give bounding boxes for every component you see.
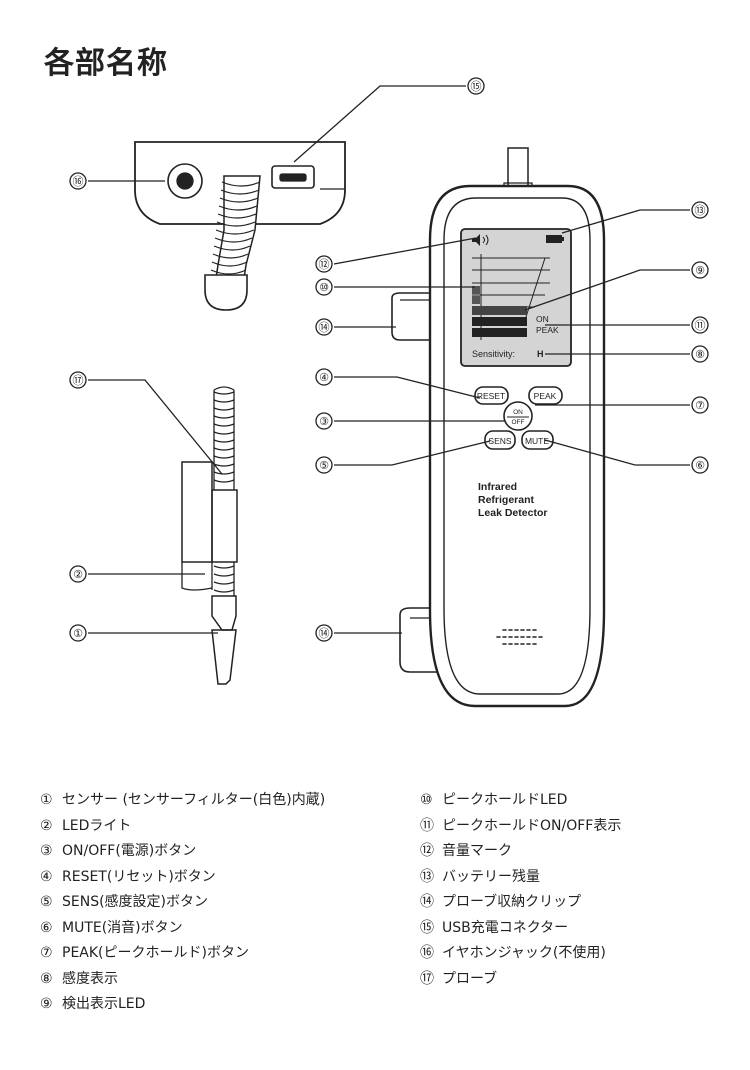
usb-port — [271, 165, 315, 189]
callout-12: ⑫ — [319, 258, 330, 271]
on-label: ON — [513, 409, 523, 416]
callout-17: ⑰ — [73, 374, 84, 387]
callout-3: ③ — [319, 415, 329, 428]
off-label: OFF — [512, 419, 525, 426]
detector-body — [391, 147, 606, 708]
callout-5: ⑤ — [319, 459, 329, 472]
callout-1: ① — [73, 627, 83, 640]
callout-9: ⑨ — [695, 264, 705, 277]
callout-11: ⑪ — [695, 319, 706, 332]
sens-button-label: SENS — [488, 436, 511, 446]
screen-peak-text: PEAK — [536, 325, 559, 335]
device-name-line-1: Infrared — [478, 481, 517, 493]
callout-2: ② — [73, 568, 83, 581]
reset-button-label: RESET — [477, 391, 505, 401]
callout-8: ⑧ — [695, 348, 705, 361]
probe — [181, 386, 238, 685]
callout-14-top: ⑭ — [319, 321, 330, 334]
mute-button-label: MUTE — [525, 436, 549, 446]
sensitivity-value: H — [537, 349, 544, 359]
callout-16: ⑯ — [73, 175, 84, 188]
callout-14-bottom: ⑭ — [319, 627, 330, 640]
page-title: 各部名称 — [44, 46, 168, 81]
earphone-jack — [167, 163, 203, 199]
screen-on-text: ON — [536, 314, 549, 324]
device-name-line-2: Refrigerant — [478, 494, 535, 506]
device-name-line-3: Leak Detector — [478, 507, 547, 519]
parts-diagram: ⑯ ⑮ ⑰ ② ① ⑬ ⑫ ⑩ ⑨ ⑭ ⑪ ⑧ ④ ⑦ ③ ⑤ ⑥ ⑭ RESE… — [69, 77, 709, 708]
callout-13: ⑬ — [695, 204, 706, 217]
sensitivity-label: Sensitivity: — [472, 349, 515, 359]
callout-6: ⑥ — [695, 459, 705, 472]
callout-7: ⑦ — [695, 399, 705, 412]
peak-button-label: PEAK — [534, 391, 557, 401]
callout-15: ⑮ — [471, 80, 482, 93]
callout-10: ⑩ — [319, 281, 329, 294]
callout-4: ④ — [319, 371, 329, 384]
top-view — [134, 141, 346, 311]
